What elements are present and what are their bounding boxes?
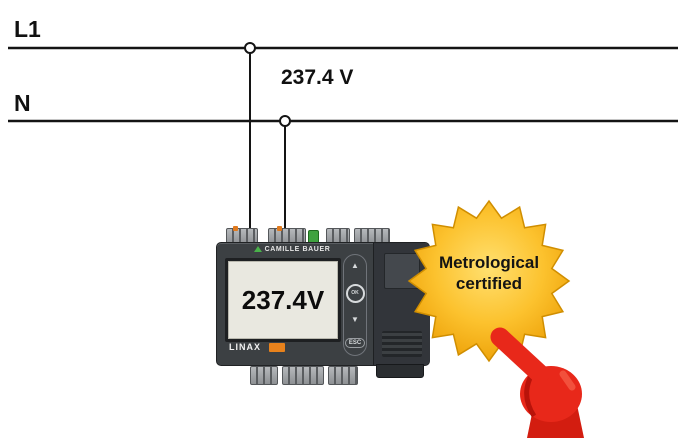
din-rail-clip	[376, 364, 424, 378]
power-meter-device: CAMILLE BAUER 237.4V LINAX ▲ OK ▼ ESC	[216, 226, 434, 394]
badge-line1: Metrological	[438, 253, 540, 272]
camille-bauer-logo-icon	[253, 246, 262, 253]
meter-display: 237.4V	[225, 258, 341, 342]
brand-label: CAMILLE BAUER	[233, 246, 351, 253]
brand-text: CAMILLE BAUER	[264, 246, 331, 253]
ok-button: OK	[345, 283, 365, 303]
certification-badge-text: Metrological certified	[409, 252, 569, 294]
pointing-hand	[490, 327, 584, 438]
badge-line2: certified	[455, 274, 523, 293]
bottom-terminal-block	[282, 366, 324, 385]
hand-fist	[520, 366, 582, 422]
bottom-terminal-block	[328, 366, 358, 385]
meter-front-panel: CAMILLE BAUER 237.4V LINAX ▲ OK ▼ ESC	[216, 242, 430, 366]
l1-junction-node	[244, 42, 256, 54]
navigation-button-panel: ▲ OK ▼ ESC	[343, 254, 367, 356]
hand-crease	[524, 374, 537, 418]
voltage-label: 237.4 V	[281, 66, 354, 89]
display-voltage-value: 237.4V	[241, 284, 325, 315]
pointing-finger	[490, 327, 550, 384]
hand-wrist	[527, 400, 584, 438]
up-arrow-icon: ▲	[351, 261, 359, 270]
l1-label: L1	[14, 16, 41, 42]
bottom-terminal-block	[250, 366, 278, 385]
model-accent-badge	[269, 343, 285, 352]
terminal-accent	[233, 226, 238, 231]
esc-button: ESC	[344, 337, 366, 348]
n-label: N	[14, 90, 31, 116]
hand-highlight	[559, 370, 576, 391]
n-junction-node	[279, 115, 291, 127]
vent-grille	[382, 331, 422, 357]
down-arrow-icon: ▼	[351, 315, 359, 325]
model-label: LINAX	[229, 342, 261, 352]
terminal-accent	[277, 226, 282, 231]
